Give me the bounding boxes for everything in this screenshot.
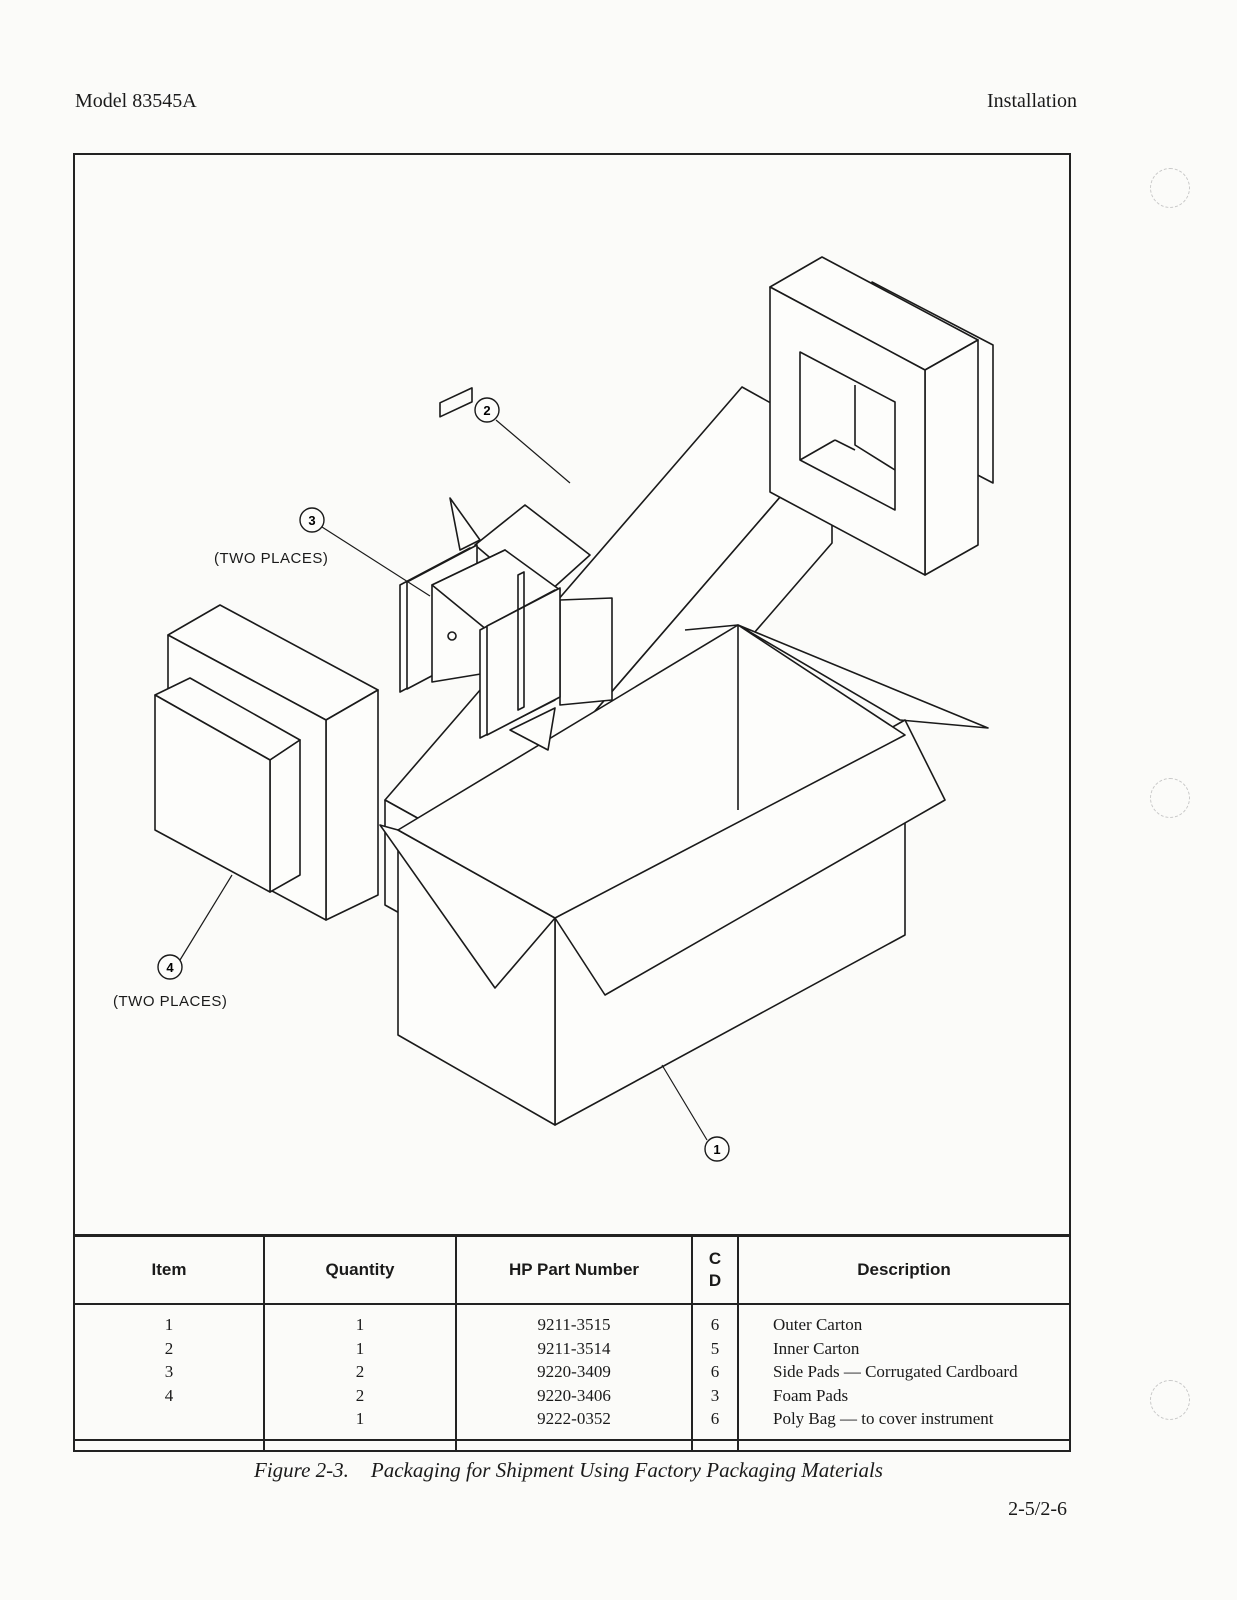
- cell-description: Foam Pads: [773, 1385, 849, 1405]
- cell-quantity: 1: [355, 1409, 365, 1428]
- binder-hole-bottom: [1150, 1380, 1190, 1420]
- column-part-number: 9211-3515 9211-3514 9220-3409 9220-3406 …: [455, 1304, 693, 1452]
- col-header-quantity: Quantity: [263, 1234, 457, 1305]
- cell-quantity: 1: [355, 1315, 365, 1334]
- cell-item: 4: [164, 1385, 174, 1405]
- left-end-cap: [155, 605, 378, 920]
- callout-4-note: (TWO PLACES): [113, 993, 228, 1010]
- cell-cd: 6: [710, 1315, 720, 1334]
- cell-part-number: 9211-3514: [537, 1338, 611, 1358]
- callout-3-number: 3: [308, 513, 315, 528]
- cell-quantity: 1: [355, 1338, 365, 1358]
- figure-caption-text: Packaging for Shipment Using Factory Pac…: [370, 1458, 883, 1482]
- right-end-cap: [770, 257, 993, 575]
- cell-item: 1: [164, 1315, 174, 1334]
- outer-carton: [380, 625, 988, 1125]
- cell-quantity: 2: [355, 1362, 365, 1381]
- cell-cd: 3: [710, 1385, 720, 1405]
- col-header-item: Item: [73, 1234, 265, 1305]
- header-section: Installation: [987, 90, 1077, 112]
- cell-description: Outer Carton: [773, 1315, 863, 1334]
- binder-hole-top: [1150, 168, 1190, 208]
- packaging-exploded-drawing: 2 3 4 1: [0, 0, 1237, 1240]
- cell-part-number: 9220-3409: [537, 1362, 611, 1381]
- cell-description: Poly Bag — to cover instrument: [773, 1409, 994, 1428]
- page-number: 2-5/2-6: [1008, 1498, 1067, 1520]
- col-header-part-number: HP Part Number: [455, 1234, 693, 1305]
- figure-caption: Figure 2-3. Packaging for Shipment Using …: [0, 1458, 1137, 1483]
- column-quantity: 1 1 2 2 1: [263, 1304, 457, 1452]
- cell-item: [76, 1407, 262, 1431]
- cell-description: Inner Carton: [773, 1338, 860, 1358]
- binder-hole-middle: [1150, 778, 1190, 818]
- column-item: 1 2 3 4: [73, 1304, 265, 1452]
- cell-item: 3: [164, 1362, 174, 1381]
- callout-4-number: 4: [166, 960, 174, 975]
- cell-part-number: 9211-3515: [537, 1315, 611, 1334]
- cell-part-number: 9220-3406: [537, 1385, 611, 1405]
- cell-cd: 6: [710, 1409, 720, 1428]
- cell-quantity: 2: [355, 1385, 365, 1405]
- leader-lines: [180, 420, 707, 1140]
- cell-description: Side Pads — Corrugated Cardboard: [773, 1362, 1018, 1381]
- column-description: Outer Carton Inner Carton Side Pads — Co…: [737, 1304, 1071, 1452]
- callout-2-number: 2: [483, 403, 490, 418]
- cell-part-number: 9222-0352: [537, 1409, 611, 1428]
- callout-3-note: (TWO PLACES): [214, 550, 329, 567]
- column-cd: 6 5 6 3 6: [691, 1304, 739, 1452]
- cell-item: 2: [164, 1338, 174, 1358]
- figure-caption-label: Figure 2-3.: [254, 1458, 349, 1482]
- instrument-with-side-pads: [400, 388, 612, 750]
- header-model: Model 83545A: [75, 90, 197, 112]
- cell-cd: 6: [710, 1362, 720, 1381]
- callout-1-number: 1: [713, 1142, 720, 1157]
- callout-markers: [158, 398, 729, 1161]
- cell-cd: 5: [710, 1338, 720, 1358]
- col-header-description: Description: [737, 1234, 1071, 1305]
